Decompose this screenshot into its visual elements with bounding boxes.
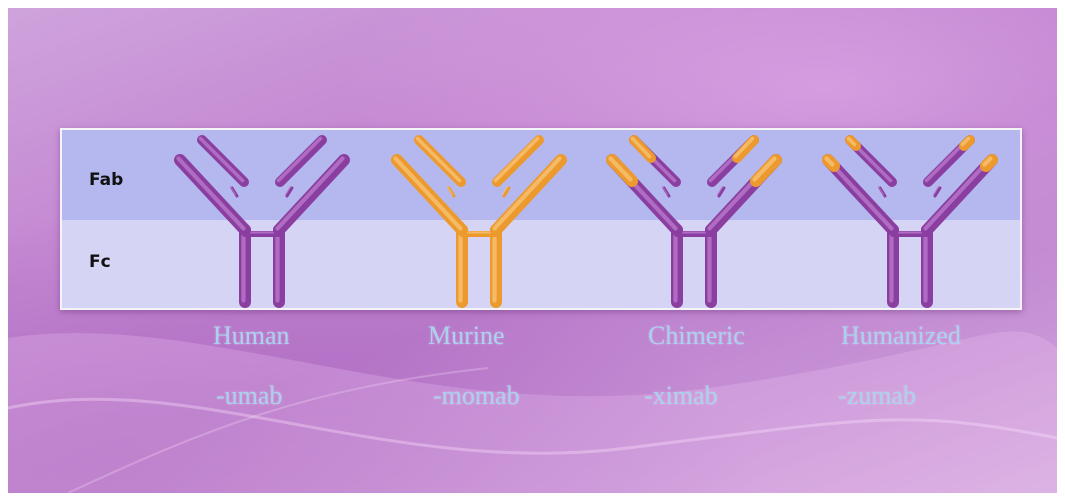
disulfide-link-right	[934, 187, 941, 197]
disulfide-link-left	[663, 187, 670, 197]
disulfide-link-right	[718, 187, 725, 197]
cdr-tip-heavy-right	[985, 159, 993, 167]
heavy-chain-stem-left	[461, 229, 463, 303]
light-chain-left	[201, 139, 245, 183]
disulfide-link-right	[286, 187, 293, 197]
cdr-tip-light-left	[849, 139, 857, 147]
disulfide-link-left	[231, 187, 238, 197]
caption-murine: Murine	[428, 321, 505, 351]
cdr-tip-light-right	[963, 139, 971, 147]
fab-label: Fab	[89, 170, 123, 190]
suffix-humanized: -zumab	[838, 381, 916, 411]
light-chain-right	[279, 139, 323, 183]
caption-chimeric: Chimeric	[648, 321, 745, 351]
suffix-murine: -momab	[433, 381, 520, 411]
cdr-tip-heavy-left	[827, 159, 835, 167]
slide-background: Fab Fc Human Murine Chimeric Humanized -…	[8, 8, 1057, 493]
heavy-chain-stem-right	[495, 229, 497, 303]
light-chain-left	[418, 139, 462, 183]
suffix-chimeric: -ximab	[644, 381, 718, 411]
antibody-diagram-panel: Fab Fc	[60, 128, 1022, 310]
heavy-chain-stem-right	[278, 229, 280, 303]
chimeric-antibody	[594, 130, 794, 308]
caption-human: Human	[213, 321, 290, 351]
heavy-chain-stem-right	[710, 229, 712, 303]
murine-antibody	[379, 130, 579, 308]
heavy-chain-stem-left	[244, 229, 246, 303]
light-chain-right	[496, 139, 540, 183]
human-antibody	[162, 130, 362, 308]
variable-region-light-left	[633, 139, 652, 159]
variable-region-heavy-left	[611, 159, 633, 182]
disulfide-link-left	[879, 187, 886, 197]
disulfide-link-left	[448, 187, 455, 197]
heavy-chain-stem-right	[926, 229, 928, 303]
heavy-chain-stem-left	[892, 229, 894, 303]
variable-region-heavy-right	[755, 159, 777, 182]
variable-region-light-right	[736, 139, 755, 159]
disulfide-link-right	[503, 187, 510, 197]
fc-label: Fc	[89, 252, 111, 272]
suffix-human: -umab	[216, 381, 282, 411]
caption-humanized: Humanized	[841, 321, 961, 351]
heavy-chain-stem-left	[676, 229, 678, 303]
humanized-antibody	[810, 130, 1010, 308]
